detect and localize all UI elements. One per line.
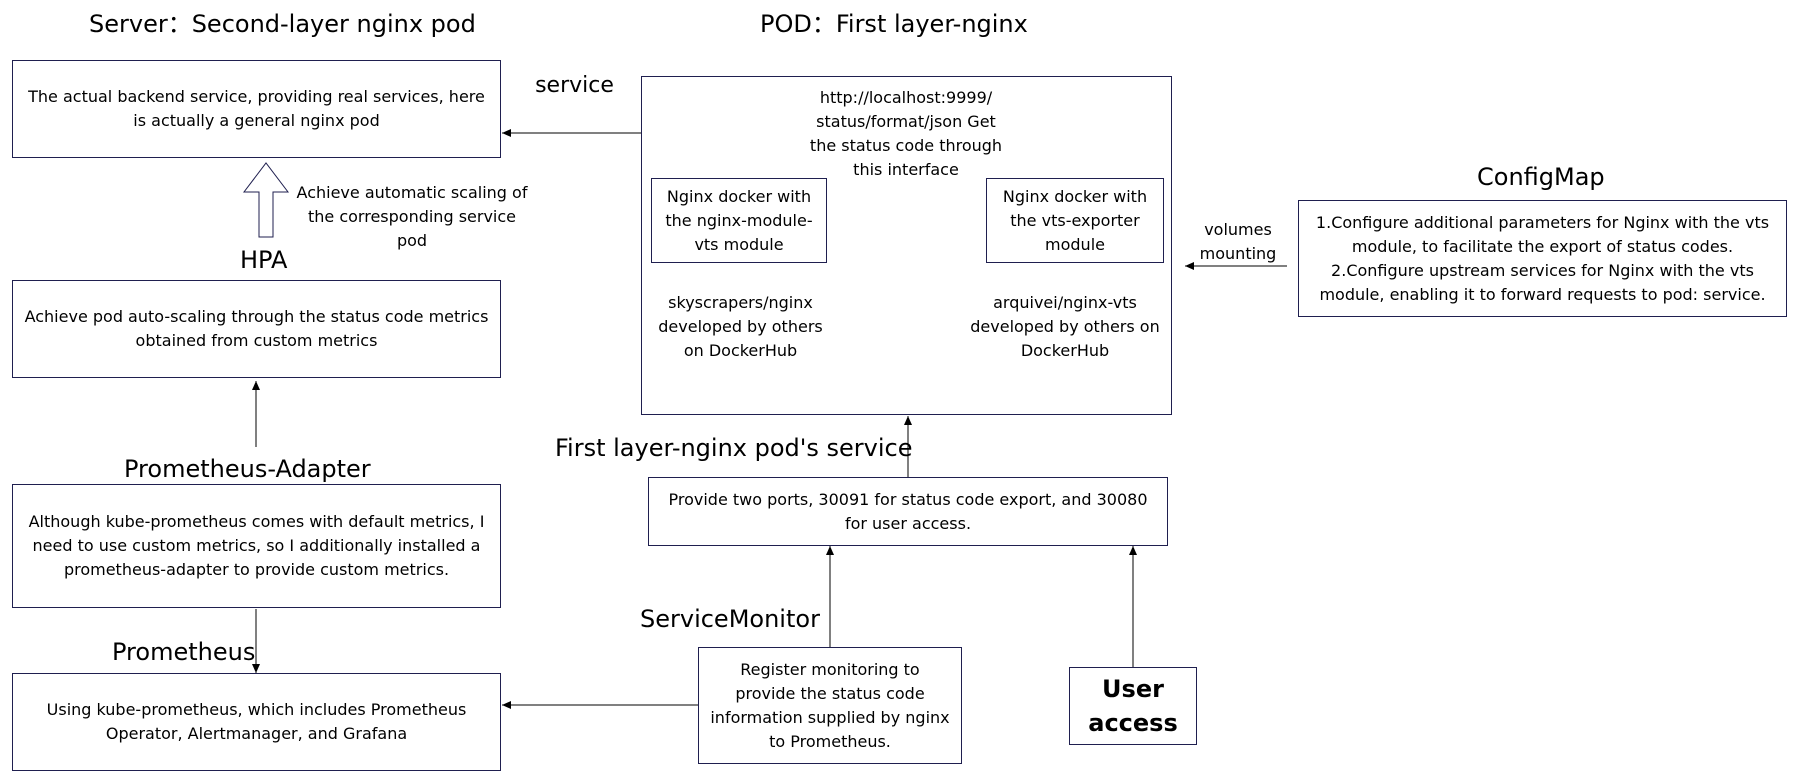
title-adapter: Prometheus-Adapter bbox=[124, 455, 371, 483]
title-servicemonitor: ServiceMonitor bbox=[640, 605, 820, 633]
vts-exporter-box: Nginx docker with the vts-exporter modul… bbox=[986, 178, 1164, 263]
configmap-box: 1.Configure additional parameters for Ng… bbox=[1298, 200, 1787, 317]
configmap-line-2: 2.Configure upstream services for Nginx … bbox=[1319, 260, 1766, 304]
nginx-vts-module-box: Nginx docker with the nginx-module-vts m… bbox=[651, 178, 827, 263]
skyscrapers-label: skyscrapers/nginx developed by others on… bbox=[658, 293, 823, 360]
title-prometheus: Prometheus bbox=[112, 638, 256, 666]
adapter-box: Although kube-prometheus comes with defa… bbox=[12, 484, 501, 608]
pod-status-interface: http://localhost:9999/ status/format/jso… bbox=[809, 88, 1003, 179]
first-service-box: Provide two ports, 30091 for status code… bbox=[648, 477, 1168, 546]
server-box: The actual backend service, providing re… bbox=[12, 60, 501, 158]
configmap-line-1: 1.Configure additional parameters for Ng… bbox=[1315, 212, 1770, 256]
title-server: Server：Second-layer nginx pod bbox=[89, 10, 476, 38]
label-scaling: Achieve automatic scaling of the corresp… bbox=[296, 183, 528, 250]
prometheus-box: Using kube-prometheus, which includes Pr… bbox=[12, 673, 501, 771]
user-access-box: User access bbox=[1069, 667, 1197, 745]
label-service: service bbox=[535, 73, 614, 98]
title-first-service: First layer-nginx pod's service bbox=[555, 434, 913, 462]
title-configmap: ConfigMap bbox=[1477, 163, 1605, 191]
servicemonitor-box: Register monitoring to provide the statu… bbox=[698, 647, 962, 764]
hpa-box: Achieve pod auto-scaling through the sta… bbox=[12, 280, 501, 378]
title-hpa: HPA bbox=[240, 246, 288, 274]
title-pod: POD：First layer-nginx bbox=[760, 10, 1028, 38]
hollow-arrow-scaling bbox=[242, 162, 290, 238]
arquivei-label: arquivei/nginx-vts developed by others o… bbox=[970, 293, 1160, 360]
label-volumes-mounting: volumes mounting bbox=[1199, 220, 1277, 263]
